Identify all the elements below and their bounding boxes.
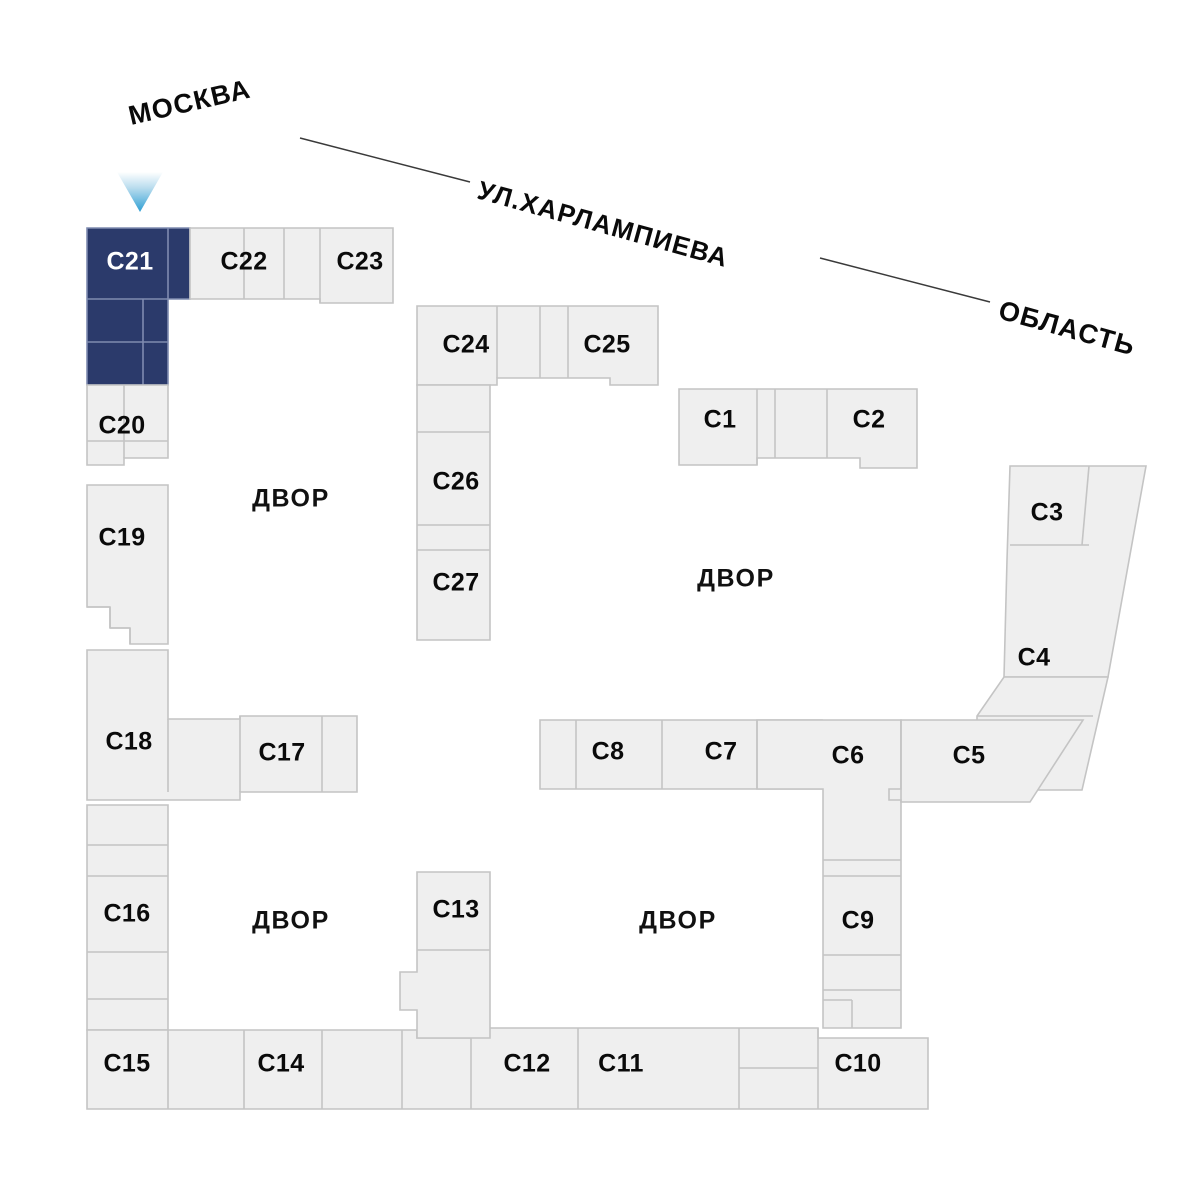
block-label-C1: C1 xyxy=(704,406,737,434)
block-label-C27: C27 xyxy=(432,569,479,597)
divider-C3-b xyxy=(1081,465,1090,546)
block-group-C26-C27[interactable]: C26 C27 xyxy=(416,384,491,641)
block-label-C14: C14 xyxy=(257,1050,304,1078)
label-region: ОБЛАСТЬ xyxy=(995,295,1139,361)
block-label-C17: C18 xyxy=(105,728,152,756)
yard-label-1: ДВОР xyxy=(252,485,330,513)
yard-label-4: ДВОР xyxy=(639,907,717,935)
block-label-C3: C3 xyxy=(1031,499,1064,527)
leader-line-left xyxy=(299,137,471,183)
block-group-C24-C25[interactable]: C24 C25 xyxy=(416,305,659,386)
block-group-C5-C8[interactable]: C8 C7 C6 C5 xyxy=(539,719,1090,1029)
block-label-C4: C4 xyxy=(1018,644,1051,672)
block-shape-C17-C18[interactable] xyxy=(86,649,358,801)
block-group-C13[interactable]: C13 xyxy=(399,871,491,1039)
block-label-C20: C20 xyxy=(98,412,145,440)
block-label-C21: C21 xyxy=(106,248,153,276)
block-label-C26: C26 xyxy=(432,468,479,496)
block-label-C22: C22 xyxy=(220,248,267,276)
block-group-C1-C2[interactable]: C1 C2 xyxy=(678,388,918,469)
label-moscow: МОСКВА xyxy=(126,74,254,131)
block-label-C24: C24 xyxy=(442,331,489,359)
block-shape-C13[interactable] xyxy=(399,871,491,1039)
block-label-C9: C9 xyxy=(842,907,875,935)
block-shape-C6-C9-leg[interactable] xyxy=(756,719,902,1029)
block-label-C5: C5 xyxy=(953,742,986,770)
block-label-C12: C12 xyxy=(503,1050,550,1078)
block-label-C23: C23 xyxy=(336,248,383,276)
yard-label-3: ДВОР xyxy=(252,907,330,935)
block-label-C8: C8 xyxy=(592,738,625,766)
block-group-C17-C18[interactable]: C18 C17 xyxy=(86,649,358,801)
block-shape-C19[interactable] xyxy=(86,484,169,645)
block-label-C6: C6 xyxy=(832,742,865,770)
block-label-C2: C2 xyxy=(853,406,886,434)
yard-label-2: ДВОР xyxy=(697,565,775,593)
label-street-kharlampieva: УЛ.ХАРЛАМПИЕВА xyxy=(474,175,732,273)
block-group-C19[interactable]: C19 xyxy=(86,484,169,645)
block-label-C7: C7 xyxy=(705,738,738,766)
block-group-C22-C23[interactable]: C22 C23 xyxy=(189,227,394,304)
block-group-C21[interactable]: C21 xyxy=(86,227,191,386)
block-label-C11: C11 xyxy=(598,1050,644,1078)
block-group-C16[interactable]: C16 xyxy=(86,804,169,1031)
block-label-C18: C17 xyxy=(258,739,305,767)
block-label-C13: C13 xyxy=(432,896,479,924)
block-label-C19: C19 xyxy=(98,524,145,552)
block-label-C25: C25 xyxy=(583,331,630,359)
block-shape-C26-C27[interactable] xyxy=(416,384,491,641)
block-label-C15: C15 xyxy=(103,1050,150,1078)
block-group-bottom-row[interactable]: C15 C14 C12 C11 C10 xyxy=(86,1027,929,1110)
block-label-C16: C16 xyxy=(103,900,150,928)
block-group-C20[interactable]: C20 xyxy=(86,384,169,466)
block-label-C10: C10 xyxy=(834,1050,881,1078)
yard-labels: ДВОР ДВОР ДВОР ДВОР xyxy=(252,485,775,935)
block-group-C9[interactable]: C9 xyxy=(823,859,901,1028)
block-shape-C1-C2[interactable] xyxy=(678,388,918,469)
leader-line-right xyxy=(819,257,991,303)
location-marker-icon xyxy=(117,172,163,212)
